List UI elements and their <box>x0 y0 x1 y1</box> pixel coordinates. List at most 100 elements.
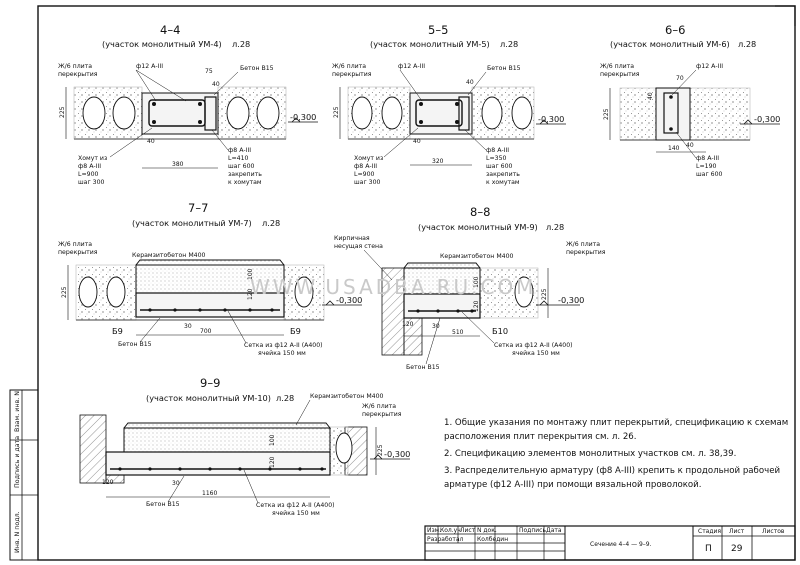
section-subtitle: (участок монолитный УМ-10) <box>146 393 271 403</box>
drawing-label: Керамзитобетон М400 <box>132 251 206 259</box>
corner-mark <box>775 5 796 26</box>
drawing-label: Листов <box>762 528 785 535</box>
drawing-label: перекрытия <box>332 71 372 78</box>
drawing-label: 40 <box>147 138 155 145</box>
section-title: 6–6 <box>665 23 685 37</box>
note-line: 1. Общие указания по монтажу плит перекр… <box>444 418 788 428</box>
drawing-label: перекрытия <box>58 71 98 78</box>
drawing-label: 100 <box>269 434 276 446</box>
drawing-label: закрепить <box>228 171 262 178</box>
note-line: арматуре (ф12 А-III) при помощи вязально… <box>444 480 701 490</box>
drawing-label: 225 <box>541 288 548 300</box>
drawing-label: Бетон В15 <box>487 65 521 72</box>
drawing-label: Ж/6 плита <box>58 241 92 248</box>
drawing-label: ф8 А-III <box>228 147 251 154</box>
drawing-label: ф12 А-III <box>398 63 425 70</box>
drawing-label: Ж/6 плита <box>600 63 634 70</box>
section-title: 7–7 <box>188 201 208 215</box>
drawing-label: ячейка 150 мм <box>258 349 306 357</box>
drawing-label: 225 <box>61 286 68 298</box>
drawing-label: несущая стена <box>334 243 383 250</box>
drawing-label: 40 <box>647 92 654 100</box>
drawing-label: Ж/6 плита <box>566 241 600 248</box>
drawing-label: Изм. <box>427 527 441 534</box>
drawing-label: -0,300 <box>754 114 780 124</box>
stamp-inv: Инв. N подл. <box>14 511 21 553</box>
drawing-label: 700 <box>200 328 212 335</box>
drawing-label: перекрытия <box>566 249 606 256</box>
section-title: 5–5 <box>428 23 448 37</box>
drawing-label: -0,300 <box>336 295 362 305</box>
drawing-label: Сетка из ф12 А-II (А400) <box>244 342 323 349</box>
title-block: Изм. Кол.уч Лист N док. Подпись Дата Раз… <box>424 525 796 561</box>
section-subtitle: (участок монолитный УМ-9) <box>418 222 538 232</box>
drawing-label: ф8 А-III <box>354 163 377 170</box>
drawing-label: 40 <box>413 138 421 145</box>
keramzit-layer <box>135 264 285 294</box>
drawing-label: шаг 600 <box>228 163 255 170</box>
section-7-7: 7–7 (участок монолитный УМ-7) л.28 -0,30… <box>58 201 362 357</box>
section-9-9: 9–9 (участок монолитный УМ-10) л.28 -0,3… <box>79 376 410 517</box>
section-subtitle: (участок монолитный УМ-4) <box>102 39 222 49</box>
drawing-label: L=350 <box>486 155 507 162</box>
drawing-label: 30 <box>172 480 180 487</box>
drawing-label: 100 <box>247 268 254 280</box>
drawing-label: -0,300 <box>558 295 584 305</box>
drawing-label: Бетон В15 <box>146 501 180 508</box>
drawing-label: 40 <box>212 81 220 88</box>
drawing-label: Подпись <box>519 527 546 534</box>
drawing-label: 120 <box>473 300 480 312</box>
drawing-label: Б9 <box>290 326 301 336</box>
drawing-label: L=410 <box>228 155 249 162</box>
note-line: расположения плит перекрытия см. л. 26. <box>444 432 637 442</box>
concrete-layer <box>135 292 285 318</box>
stage-value: П <box>705 544 712 554</box>
drawing-label: 100 <box>473 276 480 288</box>
drawing-label: Дата <box>546 527 562 534</box>
section-title: 4–4 <box>160 23 180 37</box>
section-title: 8–8 <box>470 205 490 219</box>
note-line: 3. Распределительную арматуру (ф8 А-III)… <box>444 466 780 476</box>
drawing-label: 70 <box>676 75 684 82</box>
drawing-label: -0,300 <box>384 449 410 459</box>
drawing-label: шаг 600 <box>696 171 723 178</box>
drawing-label: N док. <box>477 527 497 534</box>
drawing-label: Бетон В15 <box>118 341 152 348</box>
drawing-label: 120 <box>102 479 114 486</box>
drawing-label: 40 <box>466 79 474 86</box>
drawing-name: Сечение 4–4 — 9–9. <box>590 541 652 548</box>
drawing-label: Б9 <box>112 326 123 336</box>
section-5-5: 5–5 (участок монолитный УМ-5) л.28 -0,30… <box>332 23 566 186</box>
drawing-label: ф8 А-III <box>486 147 509 154</box>
drawing-label: Хомут из <box>78 155 107 162</box>
drawing-label: л.28 <box>276 393 294 403</box>
drawing-label: ф8 А-III <box>78 163 101 170</box>
drawing-label: л.28 <box>546 222 564 232</box>
side-stamp: Взам. инв. N Подпись и дата Инв. N подл. <box>9 389 39 561</box>
note-line: 2. Спецификацию элементов монолитных уча… <box>444 449 736 459</box>
drawing-label: Стадия <box>698 528 721 535</box>
drawing-label: закрепить <box>486 171 520 178</box>
drawing-label: Ж/6 плита <box>332 63 366 70</box>
drawing-label: перекрытия <box>600 71 640 78</box>
level-mark: -0,300 <box>290 112 316 122</box>
drawing-label: к хомутам <box>486 179 520 186</box>
drawing-label: Хомут из <box>354 155 383 162</box>
drawing-label: 40 <box>686 142 694 149</box>
drawing-label: Керамзитобетон М400 <box>310 392 384 400</box>
drawing-label: L=900 <box>78 171 99 178</box>
drawing-label: шаг 300 <box>354 179 381 186</box>
drawing-label: 225 <box>377 444 384 456</box>
drawing-label: шаг 300 <box>78 179 105 186</box>
drawing-label: -0,300 <box>538 114 564 124</box>
drawing-label: Бетон В15 <box>240 65 274 72</box>
watermark: WWW.USADBA.RU.COM <box>250 275 536 299</box>
drawing-label: 225 <box>603 108 610 120</box>
sheet-number: 29 <box>731 544 743 554</box>
section-subtitle: (участок монолитный УМ-5) <box>370 39 490 49</box>
drawing-label: к хомутам <box>228 179 262 186</box>
drawing-label: ф12 А-III <box>696 63 723 70</box>
drawing-label: ячейка 150 мм <box>512 349 560 357</box>
